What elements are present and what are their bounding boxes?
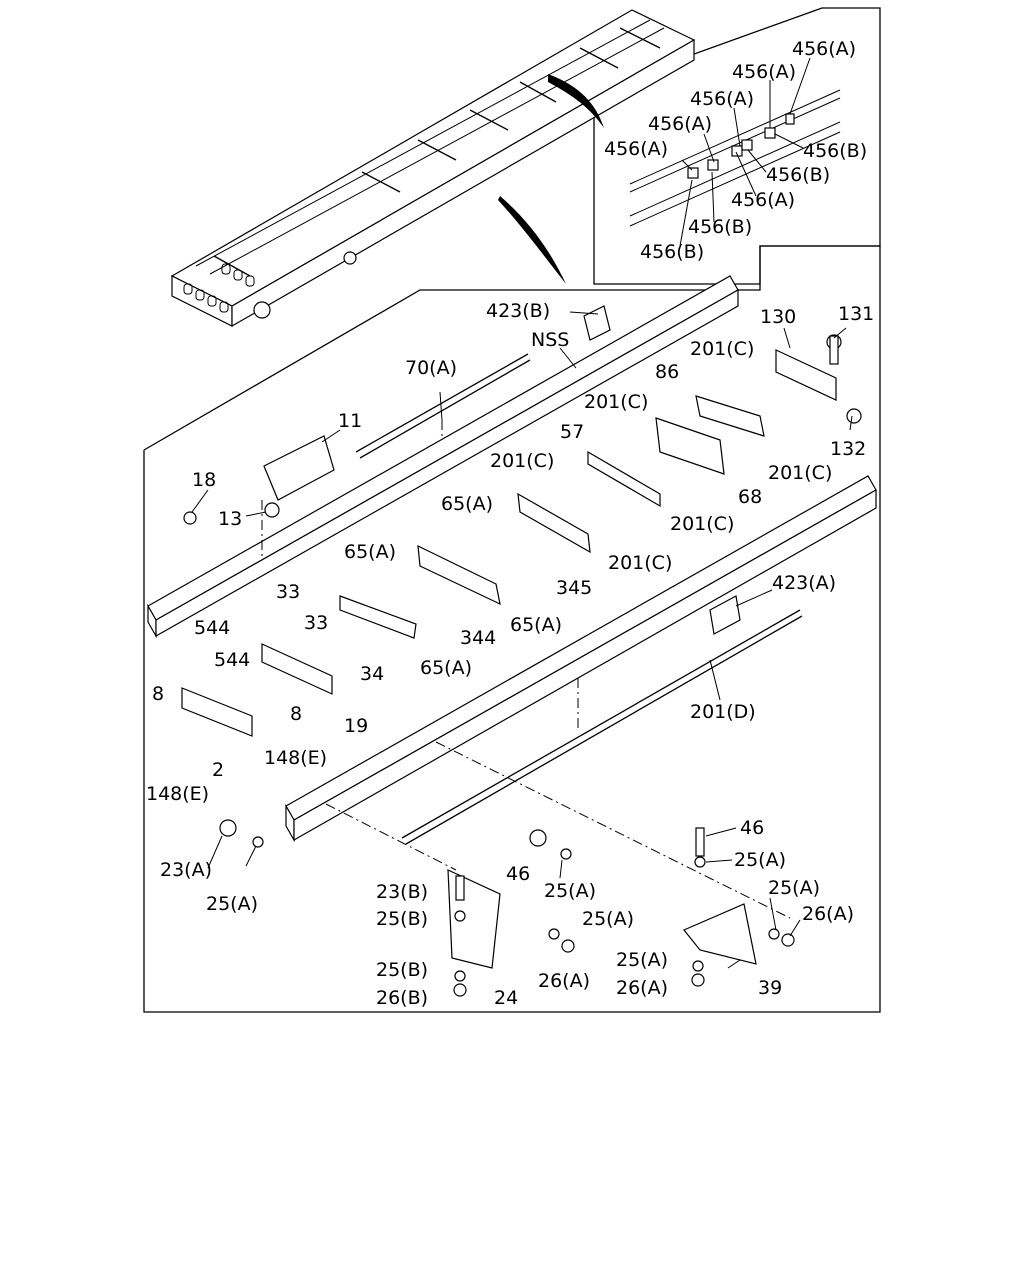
label-423b: 423(B) — [486, 300, 550, 322]
label-148e-2: 148(E) — [146, 783, 209, 805]
label-2: 2 — [212, 759, 224, 781]
label-132: 132 — [830, 438, 866, 460]
label-19: 19 — [344, 715, 368, 737]
label-65a-3: 65(A) — [510, 614, 562, 636]
main-exploded-view — [143, 245, 881, 1013]
label-456b-2: 456(B) — [766, 164, 830, 186]
label-25a-5: 25(A) — [582, 908, 634, 930]
label-456a-2: 456(A) — [732, 61, 796, 83]
label-86: 86 — [655, 361, 679, 383]
label-25b-1: 25(B) — [376, 908, 428, 930]
label-11: 11 — [338, 410, 362, 432]
label-456a-3: 456(A) — [690, 88, 754, 110]
label-456b-3: 456(B) — [688, 216, 752, 238]
label-33-2: 33 — [304, 612, 328, 634]
label-456a-6: 456(A) — [731, 189, 795, 211]
label-544-1: 544 — [194, 617, 230, 639]
label-25a-4: 25(A) — [768, 877, 820, 899]
label-201c-1: 201(C) — [690, 338, 754, 360]
label-25a-2: 25(A) — [544, 880, 596, 902]
label-65a-4: 65(A) — [420, 657, 472, 679]
label-65a-1: 65(A) — [441, 493, 493, 515]
label-25a-6: 25(A) — [616, 949, 668, 971]
label-34: 34 — [360, 663, 384, 685]
label-33-1: 33 — [276, 581, 300, 603]
label-456b-4: 456(B) — [640, 241, 704, 263]
label-25a-3: 25(A) — [734, 849, 786, 871]
label-456b-1: 456(B) — [803, 140, 867, 162]
label-26a-2: 26(A) — [538, 970, 590, 992]
label-26a-3: 26(A) — [616, 977, 668, 999]
part-labels: 423(B) NSS 70(A) 130 131 201(C) 86 201(C… — [146, 300, 874, 1009]
label-65a-2: 65(A) — [344, 541, 396, 563]
label-344: 344 — [460, 627, 496, 649]
label-131: 131 — [838, 303, 874, 325]
label-24: 24 — [494, 987, 518, 1009]
label-23a: 23(A) — [160, 859, 212, 881]
label-26a-1: 26(A) — [802, 903, 854, 925]
label-201c-6: 201(C) — [608, 552, 672, 574]
label-201c-2: 201(C) — [584, 391, 648, 413]
label-456a-1: 456(A) — [792, 38, 856, 60]
label-25a-1: 25(A) — [206, 893, 258, 915]
detail-inset: 456(A) 456(A) 456(A) 456(A) 456(A) 456(B… — [593, 7, 881, 285]
overall-frame — [170, 9, 696, 328]
label-423a: 423(A) — [772, 572, 836, 594]
label-68: 68 — [738, 486, 762, 508]
label-8-2: 8 — [290, 703, 302, 725]
label-456a-4: 456(A) — [648, 113, 712, 135]
label-18: 18 — [192, 469, 216, 491]
label-13: 13 — [218, 508, 242, 530]
label-70a: 70(A) — [405, 357, 457, 379]
label-148e-1: 148(E) — [264, 747, 327, 769]
label-46-2: 46 — [506, 863, 530, 885]
label-23b: 23(B) — [376, 881, 428, 903]
label-130: 130 — [760, 306, 796, 328]
label-201d: 201(D) — [690, 701, 756, 723]
label-nss: NSS — [531, 329, 569, 351]
label-25b-2: 25(B) — [376, 959, 428, 981]
label-26b: 26(B) — [376, 987, 428, 1009]
label-201c-3: 201(C) — [490, 450, 554, 472]
label-345: 345 — [556, 577, 592, 599]
label-46-1: 46 — [740, 817, 764, 839]
label-57: 57 — [560, 421, 584, 443]
label-456a-5: 456(A) — [604, 138, 668, 160]
label-201c-4: 201(C) — [768, 462, 832, 484]
label-544-2: 544 — [214, 649, 250, 671]
label-201c-5: 201(C) — [670, 513, 734, 535]
label-8-1: 8 — [152, 683, 164, 705]
label-39: 39 — [758, 977, 782, 999]
